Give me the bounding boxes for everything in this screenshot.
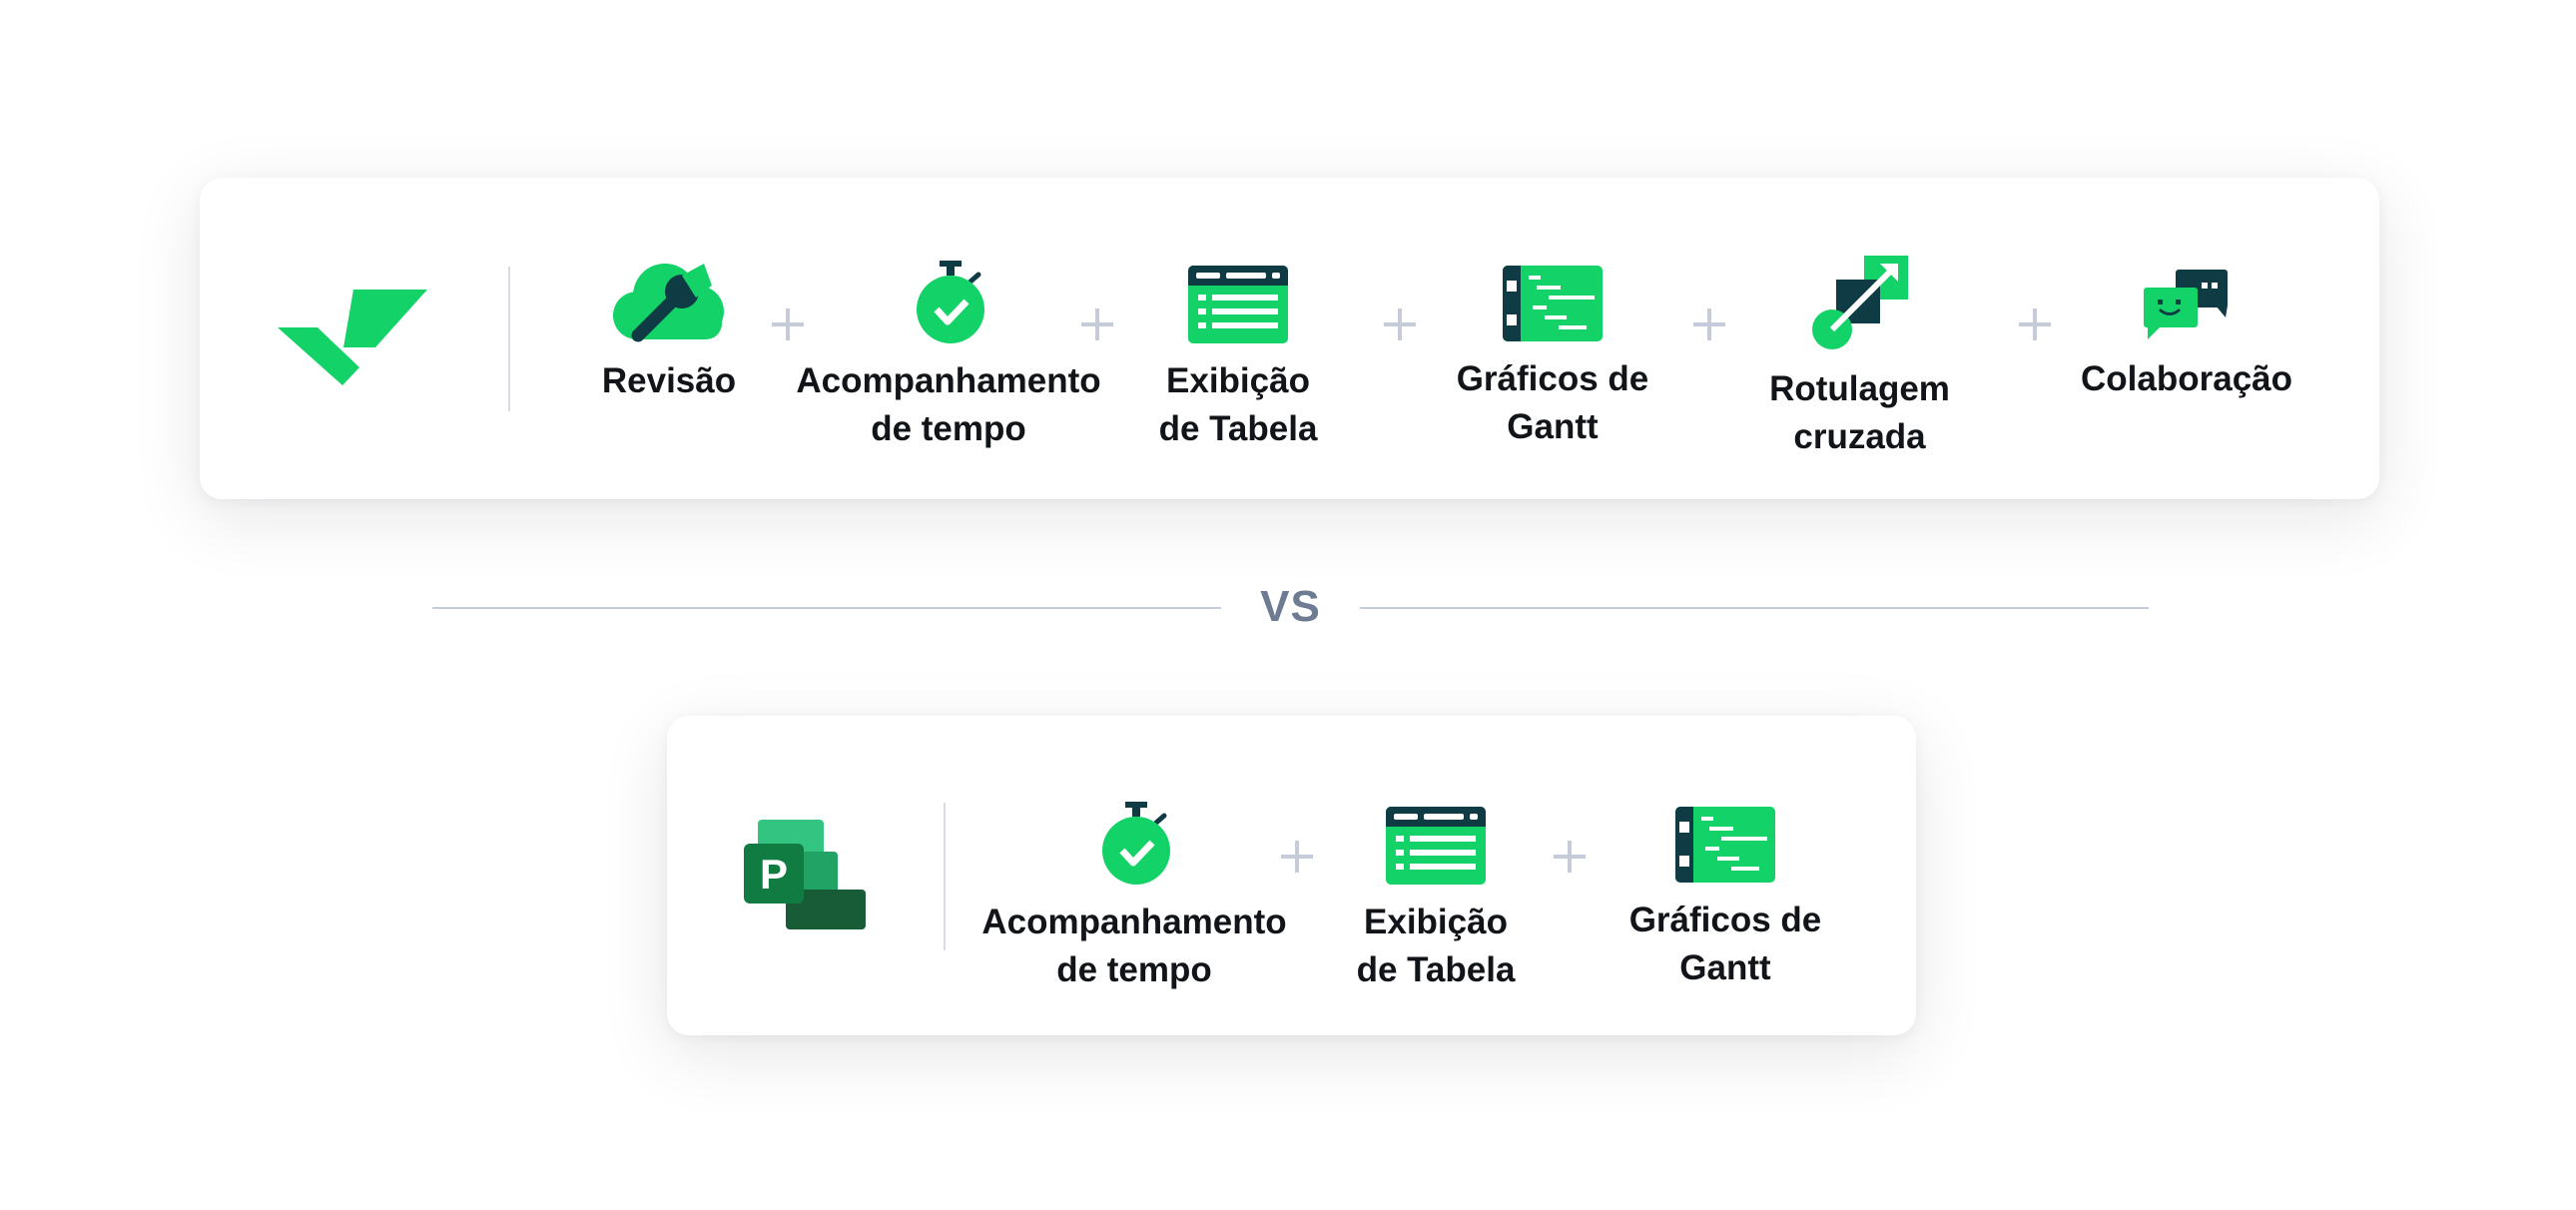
feature-label: Rotulagem cruzada bbox=[1769, 369, 1950, 456]
table-view-icon bbox=[1386, 807, 1486, 885]
wrike-feature-card: Revisão Acompanhamento de tempo Exibição… bbox=[200, 178, 2379, 499]
feature-table-view: Exibição de Tabela bbox=[1123, 260, 1353, 453]
vs-line-left bbox=[432, 607, 1221, 609]
plus-icon bbox=[1693, 308, 1725, 340]
feature-cross-tagging: Rotulagem cruzada bbox=[1752, 256, 1967, 461]
vs-line-right bbox=[1360, 607, 2149, 609]
feature-table-view: Exibição de Tabela bbox=[1321, 801, 1551, 994]
plus-icon bbox=[1281, 841, 1313, 873]
cloud-wrench-icon bbox=[613, 264, 724, 342]
gantt-chart-icon bbox=[1503, 266, 1603, 341]
feature-label: Acompanhamento de tempo bbox=[796, 361, 1101, 448]
wrike-logo bbox=[278, 290, 427, 385]
cross-tag-arrow-icon bbox=[1811, 256, 1908, 349]
card-divider bbox=[944, 803, 946, 950]
feature-collaboration: Colaboração bbox=[2057, 260, 2316, 403]
vs-label: VS bbox=[1260, 582, 1321, 631]
feature-gantt-charts: Gráficos de Gantt bbox=[1601, 801, 1850, 992]
feature-label: Exibição de Tabela bbox=[1158, 361, 1318, 448]
feature-time-tracking: Acompanhamento de tempo bbox=[960, 801, 1309, 994]
feature-label: Gráficos de Gantt bbox=[1628, 901, 1822, 987]
ms-project-feature-card: P Acompanhamento de tempo Exibição de Ta… bbox=[667, 716, 1916, 1035]
feature-revisao: Revisão bbox=[579, 260, 759, 405]
feature-label: Exibição de Tabela bbox=[1356, 903, 1516, 989]
plus-icon bbox=[1081, 308, 1113, 340]
plus-icon bbox=[1554, 841, 1586, 873]
plus-icon bbox=[2019, 308, 2051, 340]
chat-bubbles-icon bbox=[2144, 270, 2228, 339]
gantt-chart-icon bbox=[1675, 807, 1775, 883]
table-view-icon bbox=[1188, 266, 1288, 343]
stopwatch-check-icon bbox=[917, 261, 984, 343]
feature-label: Colaboração bbox=[2081, 359, 2292, 398]
feature-time-tracking: Acompanhamento de tempo bbox=[774, 260, 1123, 453]
card-divider bbox=[508, 267, 510, 411]
ms-project-logo-letter: P bbox=[760, 851, 788, 898]
feature-gantt-charts: Gráficos de Gantt bbox=[1428, 260, 1677, 451]
feature-label: Revisão bbox=[601, 361, 737, 400]
stopwatch-check-icon bbox=[1102, 802, 1170, 885]
feature-label: Acompanhamento de tempo bbox=[981, 903, 1287, 989]
plus-icon bbox=[1384, 308, 1416, 340]
plus-icon bbox=[772, 308, 804, 340]
feature-label: Gráficos de Gantt bbox=[1456, 359, 1649, 446]
ms-project-logo: P bbox=[744, 820, 866, 929]
